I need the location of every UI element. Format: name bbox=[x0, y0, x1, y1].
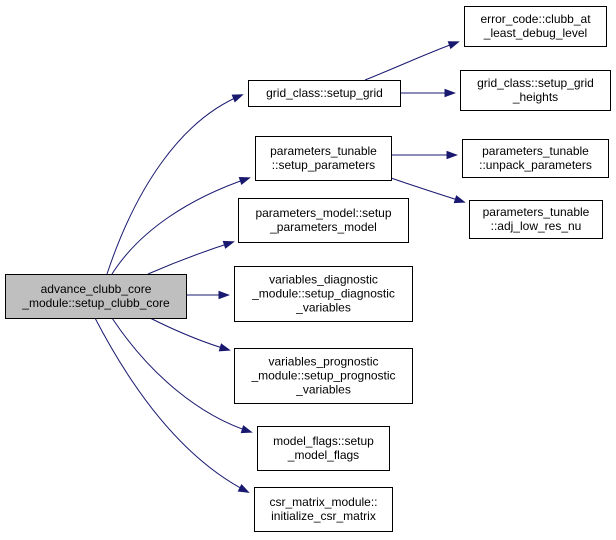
node-adj-low-res-nu[interactable]: parameters_tunable::adj_low_res_nu bbox=[469, 200, 603, 239]
node-label-line: ::adj_low_res_nu bbox=[491, 219, 582, 233]
call-graph-edges bbox=[94, 41, 466, 493]
node-label-line: parameters_tunable bbox=[483, 205, 590, 219]
call-graph-nodes: advance_clubb_core_module::setup_clubb_c… bbox=[5, 6, 611, 532]
edge-root-to-setup_grid bbox=[106, 94, 244, 275]
edge-arrowhead bbox=[240, 425, 253, 434]
edge-arrowhead bbox=[218, 290, 230, 300]
node-box bbox=[464, 6, 607, 47]
node-box bbox=[234, 348, 413, 404]
edge-arrowhead bbox=[222, 240, 235, 249]
node-setup-grid-heights[interactable]: grid_class::setup_grid_heights bbox=[460, 70, 611, 111]
node-label-line: parameters_tunable bbox=[270, 144, 377, 158]
edge-root-to-setup_parameters_model bbox=[147, 240, 235, 275]
node-label-line: ::unpack_parameters bbox=[479, 158, 592, 172]
node-label-line: parameters_model::setup bbox=[255, 206, 391, 220]
node-label-line: _module::setup_clubb_core bbox=[21, 296, 170, 310]
edge-setup_parameters-to-unpack_parameters bbox=[391, 150, 458, 160]
node-label-line: grid_class::setup_grid bbox=[477, 76, 594, 90]
edge-setup_grid-to-clubb_at_least_debug bbox=[364, 41, 460, 81]
edge-arrowhead bbox=[446, 150, 458, 160]
edge-arrowhead bbox=[453, 195, 466, 204]
node-label-line: error_code::clubb_at bbox=[480, 12, 591, 26]
node-label-line: variables_diagnostic bbox=[269, 273, 378, 287]
edge-root-to-setup_parameters bbox=[111, 177, 251, 275]
node-label-line: ::setup_parameters bbox=[272, 158, 375, 172]
edge-setup_grid-to-setup_grid_heights bbox=[400, 88, 456, 98]
node-box bbox=[254, 487, 393, 532]
node-box bbox=[238, 198, 409, 243]
edge-line bbox=[364, 41, 459, 81]
edge-line bbox=[106, 94, 243, 275]
edge-arrowhead bbox=[231, 94, 244, 103]
edge-line bbox=[94, 317, 249, 493]
node-box bbox=[5, 274, 187, 319]
edge-root-to-setup_diagnostic bbox=[186, 290, 230, 300]
node-label-line: _variables bbox=[295, 383, 351, 397]
node-label-line: _model_flags bbox=[287, 448, 359, 462]
node-setup-parameters[interactable]: parameters_tunable::setup_parameters bbox=[255, 136, 392, 181]
node-label-line: csr_matrix_module:: bbox=[269, 495, 377, 509]
node-setup-diagnostic[interactable]: variables_diagnostic_module::setup_diagn… bbox=[234, 266, 413, 322]
node-setup-parameters-model[interactable]: parameters_model::setup_parameters_model bbox=[238, 198, 409, 243]
node-box bbox=[257, 426, 390, 471]
edge-line bbox=[149, 317, 230, 351]
node-unpack-parameters[interactable]: parameters_tunable::unpack_parameters bbox=[462, 139, 609, 178]
node-label-line: _least_debug_level bbox=[483, 26, 587, 40]
node-label-line: _variables bbox=[295, 301, 351, 315]
edge-line bbox=[147, 241, 234, 275]
edge-arrowhead bbox=[238, 177, 251, 186]
node-label-line: initialize_csr_matrix bbox=[271, 509, 376, 523]
node-box bbox=[234, 266, 413, 322]
edge-root-to-setup_prognostic bbox=[149, 317, 231, 352]
node-clubb-at-least-debug[interactable]: error_code::clubb_at_least_debug_level bbox=[464, 6, 607, 47]
edge-arrowhead bbox=[447, 41, 460, 50]
node-root[interactable]: advance_clubb_core_module::setup_clubb_c… bbox=[5, 274, 187, 319]
node-label-line: parameters_tunable bbox=[482, 144, 589, 158]
edge-line bbox=[111, 317, 252, 433]
node-label-line: variables_prognostic bbox=[268, 355, 378, 369]
node-label-line: _heights bbox=[512, 90, 558, 104]
edge-line bbox=[111, 177, 250, 275]
node-label-line: model_flags::setup bbox=[273, 434, 374, 448]
node-box bbox=[460, 70, 611, 111]
node-setup-model-flags[interactable]: model_flags::setup_model_flags bbox=[257, 426, 390, 471]
edge-arrowhead bbox=[237, 483, 250, 493]
edge-arrowhead bbox=[218, 343, 231, 352]
edge-arrowhead bbox=[444, 88, 456, 98]
node-box bbox=[469, 200, 603, 239]
node-box bbox=[462, 139, 609, 178]
node-setup-grid[interactable]: grid_class::setup_grid bbox=[248, 80, 401, 107]
node-label-line: grid_class::setup_grid bbox=[266, 86, 383, 100]
edge-setup_parameters-to-adj_low_res_nu bbox=[387, 176, 466, 204]
node-label-line: _parameters_model bbox=[269, 220, 377, 234]
node-label-line: _module::setup_prognostic bbox=[250, 369, 395, 383]
node-label-line: advance_clubb_core bbox=[41, 282, 152, 296]
node-setup-prognostic[interactable]: variables_prognostic_module::setup_progn… bbox=[234, 348, 413, 404]
edge-root-to-initialize_csr bbox=[94, 317, 250, 493]
node-label-line: _module::setup_diagnostic bbox=[251, 287, 395, 301]
node-box bbox=[248, 80, 401, 107]
node-box bbox=[255, 136, 392, 181]
edge-root-to-setup_model_flags bbox=[111, 317, 253, 434]
node-initialize-csr[interactable]: csr_matrix_module::initialize_csr_matrix bbox=[254, 487, 393, 532]
